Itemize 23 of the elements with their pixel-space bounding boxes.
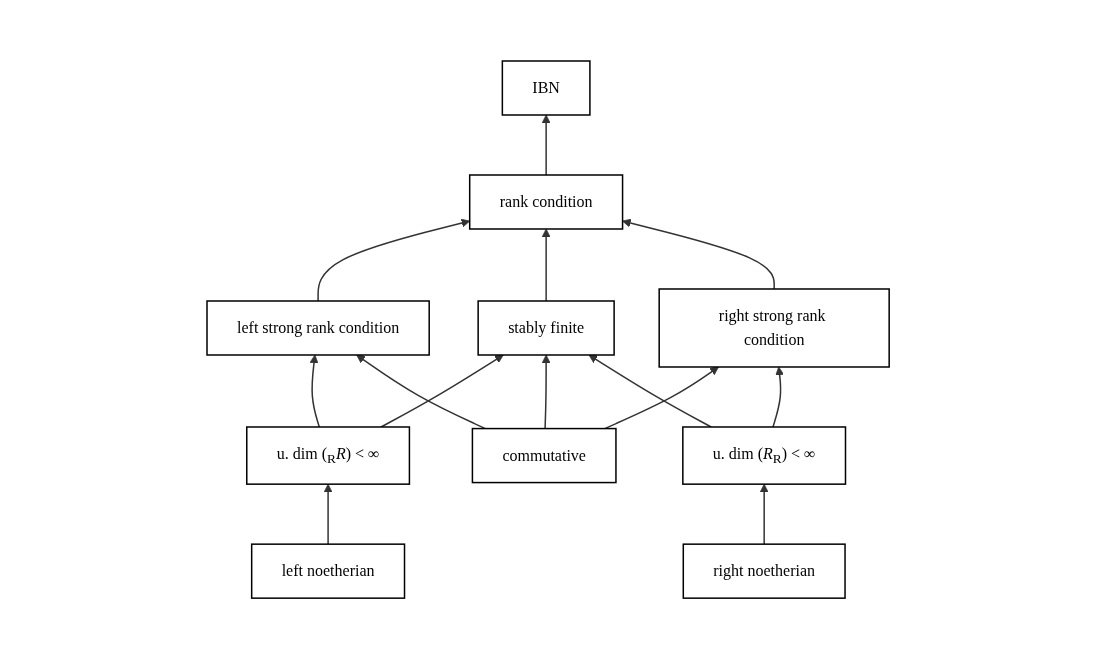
arrow	[541, 355, 551, 430]
arrow	[622, 219, 775, 291]
arrow	[380, 355, 504, 429]
arrow	[541, 229, 551, 303]
arrow	[759, 484, 769, 546]
node-box: left strong rank condition	[206, 300, 430, 357]
arrow	[323, 484, 333, 546]
arrow	[588, 355, 712, 429]
node-box: u. dim (R$_{R}$) < ∞	[682, 426, 847, 486]
arrow	[356, 355, 487, 430]
node-box: stably finite	[477, 300, 615, 357]
node-box: commutative	[471, 428, 617, 484]
node-box: IBN	[501, 60, 591, 117]
node-box: right strong rank condition	[658, 288, 890, 369]
arrow	[541, 115, 551, 177]
node-box: u. dim ($_{R}$R) < ∞	[245, 426, 411, 486]
node-box: left noetherian	[250, 543, 406, 600]
arrow	[772, 367, 784, 429]
arrow	[317, 219, 470, 303]
arrow	[603, 367, 719, 430]
arrow	[309, 355, 320, 429]
node-box: rank condition	[468, 174, 624, 231]
node-box: right noetherian	[682, 543, 846, 600]
